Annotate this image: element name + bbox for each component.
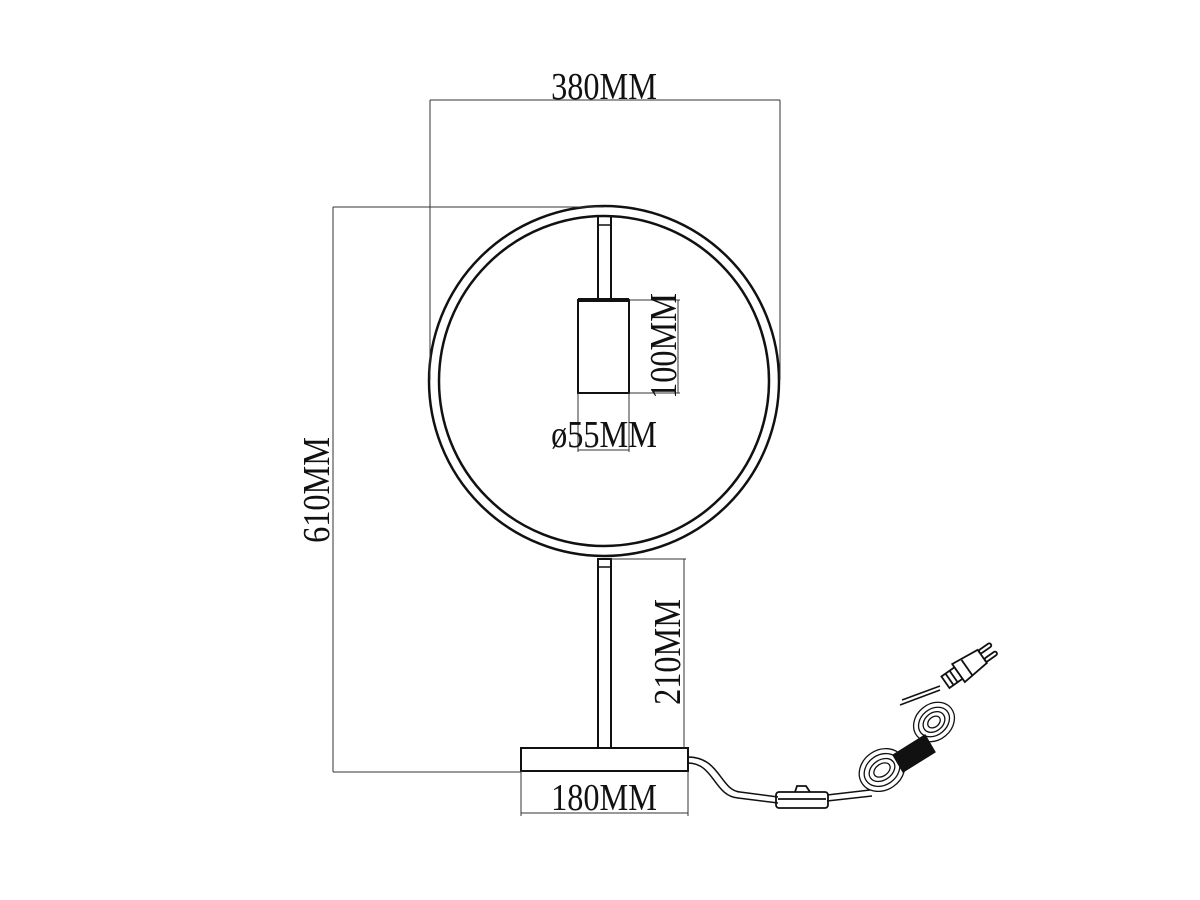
lower-stem [597,558,612,749]
plug [940,642,998,690]
socket-diameter-label: ø55MM [551,414,657,456]
base-width-label: 180MM [551,777,657,819]
ring-outer [427,204,781,558]
upper-stem [597,215,612,300]
ring-inner [437,214,771,548]
width-label: 380MM [551,66,657,108]
inline-switch [775,785,829,809]
height-label: 610MM [296,437,338,543]
stem-height-label: 210MM [647,599,689,705]
power-cord [687,685,941,804]
coiled-cable [858,701,956,793]
socket [577,299,630,394]
base [520,747,689,772]
socket-height-label: 100MM [643,293,685,399]
